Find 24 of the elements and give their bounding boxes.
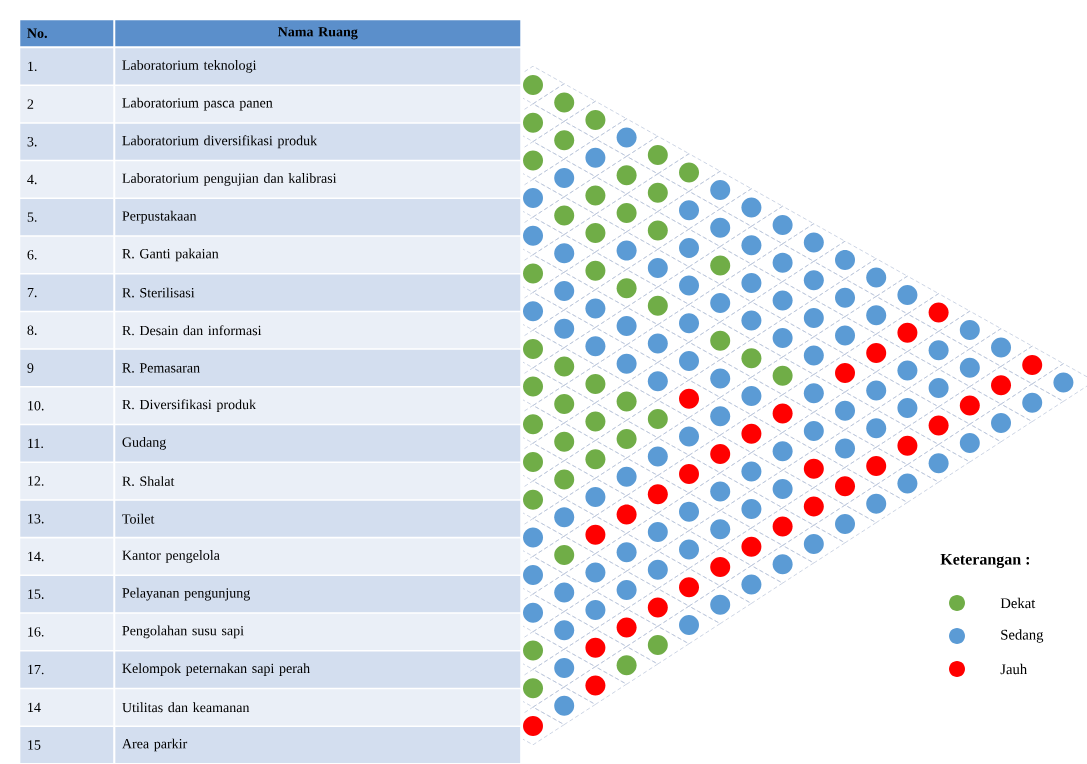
table-cell: 9 <box>20 349 114 387</box>
table-cell: 7. <box>20 274 114 311</box>
table-cell: 15 <box>20 726 114 764</box>
legend-label: Jauh <box>1000 663 1027 675</box>
table-cell: 11. <box>20 425 114 462</box>
table-cell: 12. <box>20 462 114 500</box>
table-cell: 6. <box>20 236 114 273</box>
table-cell: 16. <box>20 613 114 650</box>
table-cell: 14 <box>20 689 114 726</box>
legend-label: Dekat <box>1000 597 1036 609</box>
table-cell: 17. <box>20 651 114 688</box>
table-cell: 13. <box>20 500 114 537</box>
table-cell: 10. <box>20 387 114 424</box>
table-cell: 1. <box>20 48 114 85</box>
table-cell: 15. <box>20 576 114 613</box>
table-cell: 5. <box>20 199 114 236</box>
header-cell: No. <box>20 20 114 47</box>
table-cell: 8. <box>20 312 114 349</box>
table-cell: 14. <box>20 538 114 575</box>
legend-title: Keterangan : <box>940 554 1030 568</box>
table-cell: 3. <box>20 123 114 160</box>
table-cell: 4. <box>20 161 114 198</box>
table-cell: 2 <box>20 85 114 123</box>
legend-label: Sedang <box>1001 629 1044 643</box>
